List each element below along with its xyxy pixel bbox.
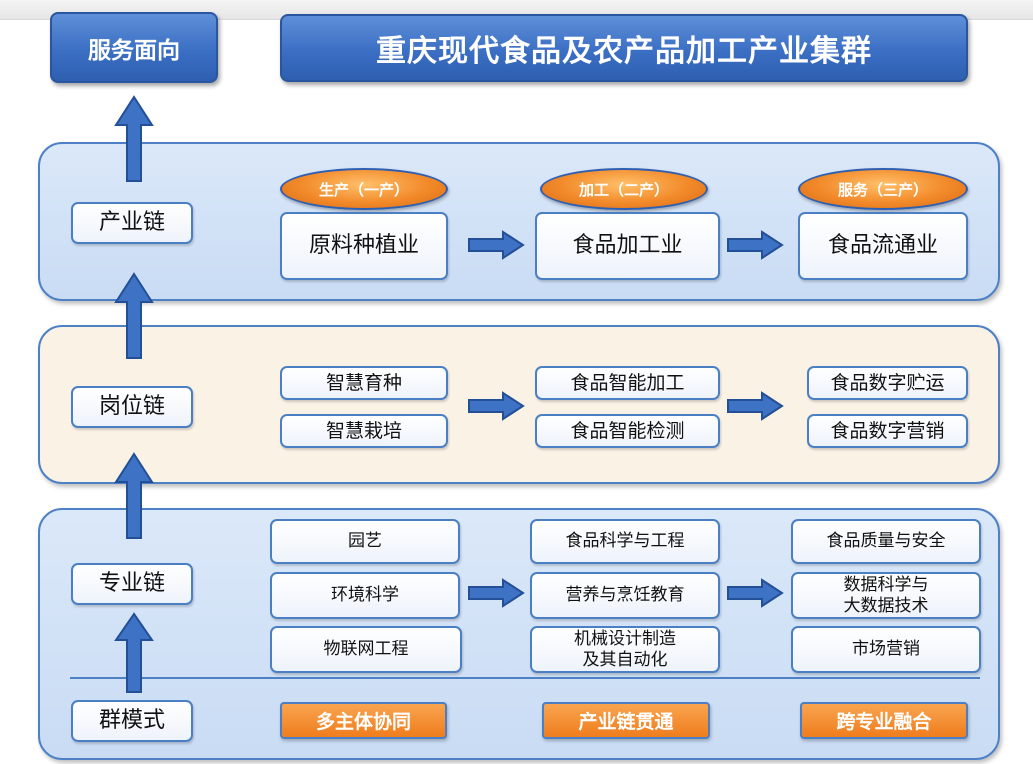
- mode-cross-discipline-fusion: 跨专业融合: [800, 702, 968, 739]
- box-food-digital-marketing: 食品数字营销: [807, 414, 968, 448]
- band-divider: [70, 677, 980, 679]
- box-data-science-big-data: 数据科学与 大数据技术: [791, 572, 981, 619]
- label-major-chain: 专业链: [71, 563, 193, 605]
- box-smart-cultivation: 智慧栽培: [280, 414, 448, 448]
- box-food-processing: 食品加工业: [535, 212, 720, 280]
- page-title: 重庆现代食品及农产品加工产业集群: [280, 14, 968, 82]
- service-orientation-header: 服务面向: [50, 12, 218, 83]
- up-arrow-icon: [114, 95, 154, 182]
- up-arrow-icon: [114, 612, 154, 693]
- pill-processing: 加工（二产）: [540, 168, 708, 210]
- right-arrow-icon: [727, 578, 784, 608]
- right-arrow-icon: [727, 391, 784, 421]
- right-arrow-icon: [727, 230, 784, 260]
- box-nutrition-cooking-education: 营养与烹饪教育: [530, 572, 720, 619]
- box-food-smart-processing: 食品智能加工: [535, 366, 720, 400]
- mode-industry-chain-integration: 产业链贯通: [542, 702, 710, 739]
- label-industry-chain: 产业链: [71, 202, 193, 244]
- box-horticulture: 园艺: [270, 519, 460, 564]
- right-arrow-icon: [468, 578, 525, 608]
- box-iot-engineering: 物联网工程: [270, 626, 462, 673]
- box-environmental-science: 环境科学: [270, 572, 460, 619]
- label-post-chain: 岗位链: [71, 386, 193, 428]
- box-raw-material-planting: 原料种植业: [280, 212, 448, 280]
- mode-multi-party-collaboration: 多主体协同: [280, 702, 447, 739]
- box-food-circulation: 食品流通业: [798, 212, 968, 280]
- box-smart-breeding: 智慧育种: [280, 366, 448, 400]
- right-arrow-icon: [468, 230, 525, 260]
- label-cluster-mode: 群模式: [71, 700, 193, 742]
- box-food-quality-safety: 食品质量与安全: [791, 519, 981, 564]
- pill-production: 生产（一产）: [280, 168, 448, 210]
- box-food-digital-storage: 食品数字贮运: [807, 366, 968, 400]
- box-mechanical-design-automation: 机械设计制造 及其自动化: [530, 626, 720, 673]
- box-food-smart-testing: 食品智能检测: [535, 414, 720, 448]
- right-arrow-icon: [468, 391, 525, 421]
- up-arrow-icon: [114, 452, 154, 539]
- up-arrow-icon: [114, 272, 154, 359]
- pill-service: 服务（三产）: [798, 168, 968, 210]
- box-marketing: 市场营销: [791, 626, 981, 673]
- box-food-science-engineering: 食品科学与工程: [530, 519, 720, 564]
